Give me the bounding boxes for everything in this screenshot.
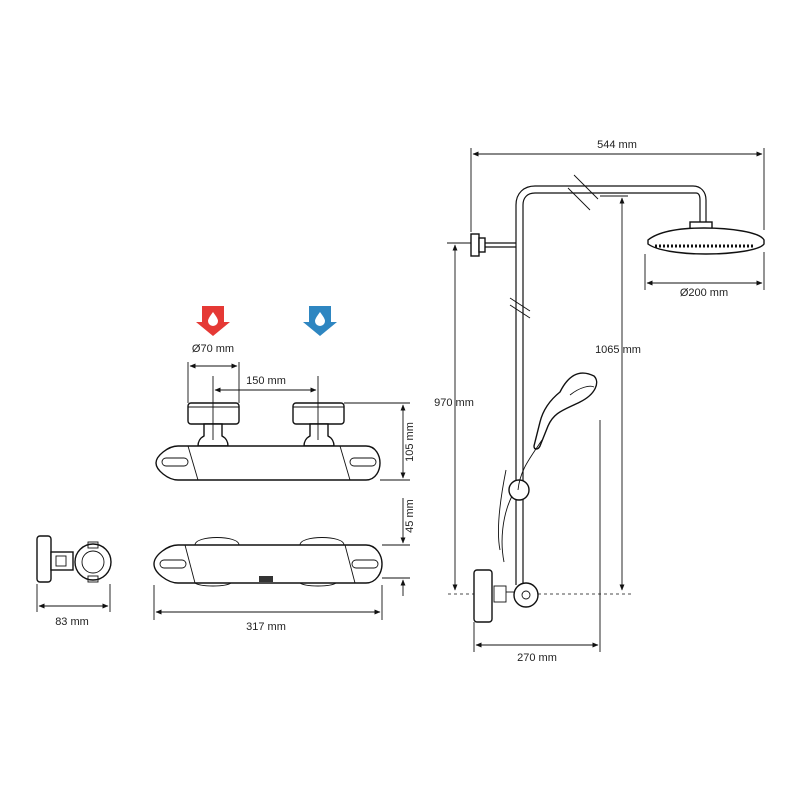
shower-riser [470,174,765,623]
overall-width-label: 544 mm [597,139,637,151]
valve-side-view [36,535,112,583]
showerhead-diameter-label: Ø200 mm [680,287,728,299]
valve-top-view [153,537,383,587]
dimension-lines [36,148,765,652]
hot-water-inlet-icon [196,306,230,336]
head-height-label: 1065 mm [595,344,641,356]
valve-length-label: 317 mm [246,621,286,633]
inlet-diameter-label: Ø70 mm [192,343,234,355]
valve-height-label: 105 mm [404,422,416,462]
valve-front-view [155,402,381,481]
rail-height-label: 970 mm [434,397,474,409]
valve-projection-label: 270 mm [517,652,557,664]
valve-depth-label: 45 mm [404,499,416,533]
side-depth-label: 83 mm [55,616,89,628]
inlet-spacing-label: 150 mm [246,375,286,387]
cold-water-inlet-icon [303,306,337,336]
